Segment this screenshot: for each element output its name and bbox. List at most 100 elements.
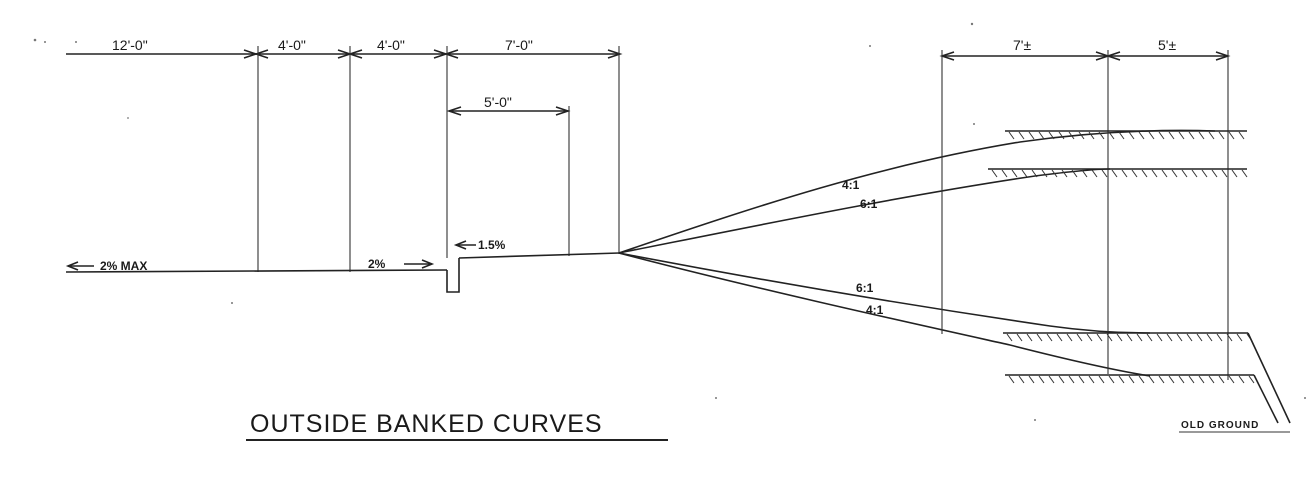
hatch-mark (1121, 169, 1128, 178)
hatch-mark (1111, 169, 1118, 178)
hatch-mark (1108, 375, 1115, 384)
hatch-mark (1191, 169, 1198, 178)
hatch-mark (1188, 375, 1195, 384)
dim-12ft: 12'-0" (112, 37, 148, 53)
hatch-mark (1228, 375, 1235, 384)
dim-5ft: 5'-0" (484, 94, 512, 110)
hatch-mark (1231, 169, 1238, 178)
hatch-mark (1056, 333, 1063, 342)
hatch-mark (1218, 375, 1225, 384)
hatch-mark (1211, 169, 1218, 178)
hatch-mark (1008, 375, 1015, 384)
slope-1-5pct: 1.5% (478, 238, 506, 252)
hatch-mark (1048, 131, 1055, 140)
hatch-mark (1068, 131, 1075, 140)
slope-label-upper-6-1: 6:1 (860, 197, 878, 211)
top-dimension-line (66, 49, 623, 59)
hatch-mark (1166, 333, 1173, 342)
side-slopes (618, 129, 1216, 377)
hatch-mark (1206, 333, 1213, 342)
roadway-profile (65, 252, 620, 293)
hatch-mark (1051, 169, 1058, 178)
slope-2pct-max: 2% MAX (100, 259, 147, 273)
hatch-mark (1086, 333, 1093, 342)
hatch-mark (1128, 131, 1135, 140)
hatch-mark (1011, 169, 1018, 178)
hatch-mark (1096, 333, 1103, 342)
dim-4ft-a: 4'-0" (278, 37, 306, 53)
hatch-mark (1218, 131, 1225, 140)
hatch-mark (1198, 131, 1205, 140)
hatch-mark (1148, 375, 1155, 384)
hatch-mark (991, 169, 998, 178)
dim-4ft-b: 4'-0" (377, 37, 405, 53)
hatch-mark (1241, 169, 1248, 178)
old-ground-label: OLD GROUND (1181, 420, 1259, 431)
hatch-mark (1248, 375, 1255, 384)
hatch-mark (1078, 131, 1085, 140)
hatch-mark (1071, 169, 1078, 178)
hatch-mark (1021, 169, 1028, 178)
hatch-mark (1151, 169, 1158, 178)
hatch-mark (1126, 333, 1133, 342)
hatch-mark (1018, 131, 1025, 140)
hatch-mark (1108, 131, 1115, 140)
hatch-mark (1018, 375, 1025, 384)
slope-label-upper-4-1: 4:1 (842, 178, 860, 192)
hatch-mark (1046, 333, 1053, 342)
hatch-mark (1038, 131, 1045, 140)
hatch-mark (1216, 333, 1223, 342)
hatch-mark (1048, 375, 1055, 384)
dim-7ft-approx: 7'± (1013, 37, 1031, 53)
dim-7ft: 7'-0" (505, 37, 533, 53)
slope-label-lower-4-1: 4:1 (866, 303, 884, 317)
hatch-mark (1058, 375, 1065, 384)
hatch-mark (1068, 375, 1075, 384)
hatch-mark (1076, 333, 1083, 342)
hatch-mark (1138, 375, 1145, 384)
hatch-mark (1196, 333, 1203, 342)
hatch-mark (1091, 169, 1098, 178)
hatch-mark (1238, 131, 1245, 140)
hatch-mark (1158, 131, 1165, 140)
hatch-mark (1128, 375, 1135, 384)
hatch-mark (1118, 131, 1125, 140)
hatch-mark (1038, 375, 1045, 384)
hatch-mark (1201, 169, 1208, 178)
slope-arrows (65, 240, 476, 271)
slope-label-lower-6-1: 6:1 (856, 281, 874, 295)
hatch-mark (1058, 131, 1065, 140)
hatch-mark (1221, 169, 1228, 178)
hatch-mark (1061, 169, 1068, 178)
hatch-mark (1238, 375, 1245, 384)
right-extension-lines (941, 50, 1229, 380)
hatch-mark (1026, 333, 1033, 342)
hatch-mark (1168, 131, 1175, 140)
hatch-mark (1236, 333, 1243, 342)
hatch-mark (1131, 169, 1138, 178)
hatch-mark (1138, 131, 1145, 140)
hatch-mark (1028, 131, 1035, 140)
hatch-mark (1178, 375, 1185, 384)
hatch-mark (1088, 375, 1095, 384)
hatch-mark (1178, 131, 1185, 140)
hatch-mark (1016, 333, 1023, 342)
right-dimension-line (939, 51, 1231, 61)
hatch-mark (1101, 169, 1108, 178)
hatch-mark (1098, 375, 1105, 384)
hatch-mark (1148, 131, 1155, 140)
scan-specks (33, 22, 1306, 421)
hatch-mark (1006, 333, 1013, 342)
dimension-line-5ft (446, 106, 571, 116)
ground-hatching (991, 131, 1255, 384)
hatch-mark (1176, 333, 1183, 342)
hatch-mark (1226, 333, 1233, 342)
hatch-mark (1156, 333, 1163, 342)
slope-2pct: 2% (368, 257, 386, 271)
hatch-mark (1116, 333, 1123, 342)
hatch-mark (1171, 169, 1178, 178)
hatch-mark (1208, 131, 1215, 140)
hatch-mark (1008, 131, 1015, 140)
hatch-mark (1041, 169, 1048, 178)
